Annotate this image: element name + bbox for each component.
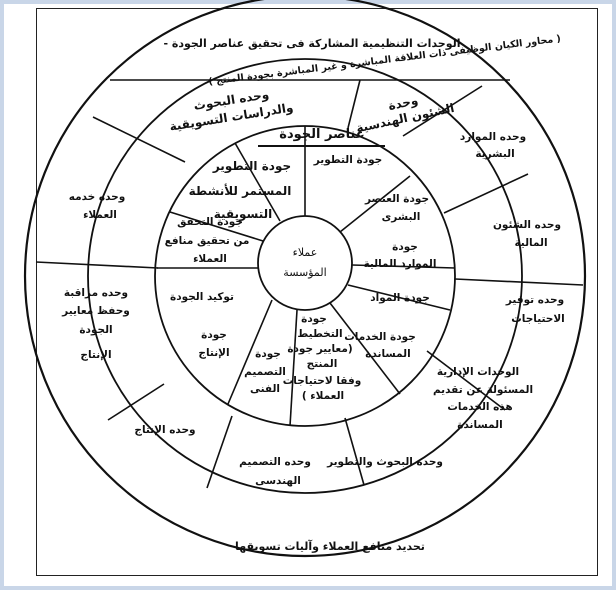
finance-quality-line-2: الموارد المالية [364, 258, 437, 270]
planning-quality-line-3: (معايير جودة [287, 343, 352, 355]
title-line-1: الوحدات التنظيمية المشاركة فى تحقيق عناص… [163, 37, 460, 50]
outer-divider-2 [443, 173, 529, 214]
planning-quality-line-6: العملاء ) [302, 390, 344, 402]
admin-units-line-2: المسئولة عن تقديم [433, 384, 533, 396]
inner-spoke-2 [339, 175, 411, 233]
outer-divider-7 [107, 383, 165, 421]
planning-quality-line-5: وفقا لاحتياجات [283, 375, 362, 387]
finance-quality-line-1: جودة [392, 241, 418, 253]
admin-units-line-1: الوحدات الإدارية [437, 366, 519, 378]
benefits-quality-line-2: من تحقيق منافع [165, 235, 250, 247]
upper-band-divider [347, 79, 361, 129]
customer-service-unit-line-2: العملاء [83, 209, 117, 221]
hr-quality-line-2: البشرى [382, 211, 421, 223]
design-quality-line-2: التصميم [244, 366, 286, 378]
benefits-quality-line-1: جودة التحقق [177, 216, 243, 228]
outer-divider-9 [92, 116, 186, 163]
inner-spoke-9 [169, 211, 264, 242]
production-quality-line-1: جودة [201, 329, 227, 341]
outer-divider-1 [402, 85, 483, 137]
quality-control-unit-line-2: وحفظ معايير [61, 305, 130, 317]
design-quality-line-1: جودة [255, 348, 281, 360]
inner-spoke-10 [234, 142, 281, 222]
design-quality-line-3: الفنى [250, 383, 280, 395]
outer-divider-4 [426, 350, 506, 411]
planning-quality-line-1: جودة [301, 313, 327, 325]
center-circle [257, 215, 353, 311]
dev-quality: جودة التطوير [313, 154, 383, 166]
services-quality-line-1: جودة الخدمات [344, 331, 416, 343]
middle-circle [87, 58, 523, 494]
quality-control-unit-line-1: وحده مراقبة [64, 287, 128, 299]
research-development-unit: وحده البحوث والتطوير [326, 456, 443, 468]
caption: تحديد منافع العملاء وآليات تسويقها [235, 539, 425, 553]
outer-divider-8 [35, 261, 159, 269]
figure-border [36, 8, 598, 576]
admin-units-line-3: هذه الخدمات [447, 401, 512, 413]
hr-unit-line-2: البشرية [475, 148, 514, 160]
inner-spoke-7 [227, 299, 273, 405]
admin-units-line-4: المساندة [457, 419, 502, 431]
materials-quality: جودة المواد [370, 292, 430, 304]
center-label-line-1: عملاء [293, 246, 318, 259]
marketing-quality-line-2: المستمر للأنشطة [189, 183, 292, 198]
assurance-quality: توكيد الجودة [170, 291, 234, 303]
quality-control-unit-line-4: الإنتاج [80, 349, 111, 361]
planning-quality-line-2: التخطيط [297, 328, 342, 340]
benefits-quality-line-3: العملاء [193, 253, 227, 265]
outer-divider-3 [454, 278, 584, 286]
outer-divider-5 [344, 417, 365, 486]
customer-service-unit-line-1: وحده خدمه [69, 191, 126, 203]
inner-spoke-3 [351, 264, 456, 269]
finance-unit-line-1: وحده الشئون [493, 219, 561, 231]
quality-control-unit-line-3: الجودة [79, 324, 112, 336]
inner-spoke-6 [289, 309, 298, 427]
center-label-line-2: المؤسسة [283, 266, 326, 279]
marketing-quality-line-1: جودة التطوير [212, 159, 291, 174]
outer-divider-6 [206, 415, 233, 489]
production-quality-line-2: الإنتاج [198, 347, 229, 359]
supply-unit-line-1: وحده توفير [505, 294, 564, 306]
outer-circle [23, 0, 587, 558]
planning-quality-line-4: المنتج [307, 358, 338, 370]
hr-quality-line-1: جودة العنصر [364, 193, 429, 205]
marketing-quality-line-3: التسويقية [214, 207, 273, 222]
quality-elements-header: عناصر الجودة [279, 127, 364, 142]
inner-spoke-4 [347, 284, 451, 311]
finance-unit-line-2: المالية [514, 237, 547, 249]
engineering-design-unit-line-2: الهندسى [255, 475, 301, 487]
production-unit: وحده الإنتاج [134, 424, 195, 436]
services-quality-line-2: المساندة [365, 348, 410, 360]
hr-unit-line-1: وحده الموارد [460, 131, 526, 143]
supply-unit-line-2: الاحتياجات [511, 313, 565, 325]
inner-spoke-5 [329, 302, 401, 395]
engineering-design-unit-line-1: وحده التصميم [239, 456, 311, 468]
